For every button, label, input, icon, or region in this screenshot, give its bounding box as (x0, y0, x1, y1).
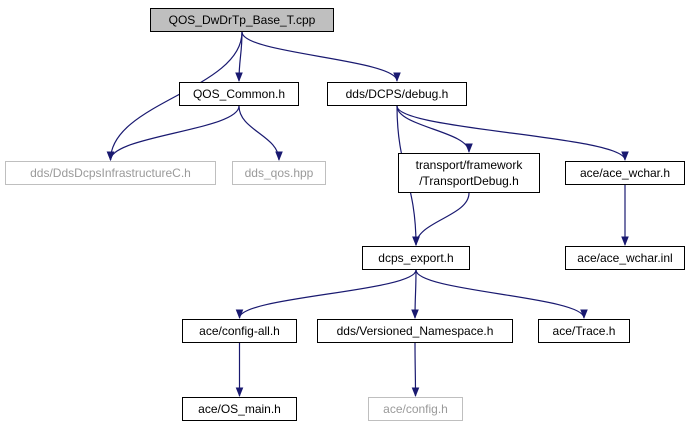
node-label: dds/DdsDcpsInfrastructureC.h (30, 166, 191, 180)
node-ace-wchar-inl[interactable]: ace/ace_wchar.inl (565, 246, 685, 270)
node-label: ace/ace_wchar.inl (577, 251, 673, 265)
node-ace-config-all-h[interactable]: ace/config-all.h (182, 319, 297, 343)
node-dcps-export-h[interactable]: dcps_export.h (362, 246, 470, 270)
node-label: dds/DCPS/debug.h (345, 87, 449, 101)
node-transport-debug-h[interactable]: transport/framework /TransportDebug.h (398, 153, 540, 193)
edge-dcps_debug-to-transport_debug (396, 105, 473, 153)
node-label: dds_qos.hpp (244, 166, 314, 180)
node-label-line1: transport/framework (415, 158, 523, 172)
node-dcps-debug-h[interactable]: dds/DCPS/debug.h (327, 82, 467, 106)
edge-dcps_debug-to-ace_wchar_h (396, 105, 629, 161)
node-label: ace/config-all.h (199, 324, 280, 338)
node-qos-common-h[interactable]: QOS_Common.h (179, 82, 299, 106)
node-dds-infrastructure-h[interactable]: dds/DdsDcpsInfrastructureC.h (5, 161, 216, 185)
node-ace-wchar-h[interactable]: ace/ace_wchar.h (565, 161, 685, 185)
node-label: ace/Trace.h (552, 324, 616, 338)
node-label: ace/ace_wchar.h (579, 166, 671, 180)
edge-qos_common-to-dds_qos (238, 105, 283, 161)
edge-dcps_export-to-config_all (235, 269, 417, 319)
edge-dcps_export-to-ace_trace (415, 269, 588, 319)
node-label: dds/Versioned_Namespace.h (336, 324, 494, 338)
edge-layer (106, 31, 629, 397)
node-label: dcps_export.h (378, 251, 454, 265)
node-versioned-namespace-h[interactable]: dds/Versioned_Namespace.h (317, 319, 513, 343)
node-label: ace/config.h (383, 402, 448, 416)
node-label: ace/OS_main.h (198, 402, 281, 416)
node-label: QOS_DwDrTp_Base_T.cpp (168, 13, 316, 27)
node-label: QOS_Common.h (192, 87, 286, 101)
edge-versioned_ns-to-ace_config (411, 342, 420, 397)
node-dds-qos-hpp[interactable]: dds_qos.hpp (232, 161, 326, 185)
node-label-line2: /TransportDebug.h (419, 174, 519, 188)
edge-root-to-dds_infra (106, 31, 243, 161)
node-ace-os-main-h[interactable]: ace/OS_main.h (182, 397, 297, 421)
node-ace-trace-h[interactable]: ace/Trace.h (538, 319, 630, 343)
edge-dcps_export-to-versioned_ns (411, 269, 419, 319)
edge-transport_debug-to-dcps_export (412, 192, 470, 246)
node-ace-config-h[interactable]: ace/config.h (368, 397, 463, 421)
edge-qos_common-to-dds_infra (106, 105, 240, 161)
node-root-file[interactable]: QOS_DwDrTp_Base_T.cpp (150, 8, 334, 32)
edge-root-to-dcps_debug (241, 31, 401, 82)
